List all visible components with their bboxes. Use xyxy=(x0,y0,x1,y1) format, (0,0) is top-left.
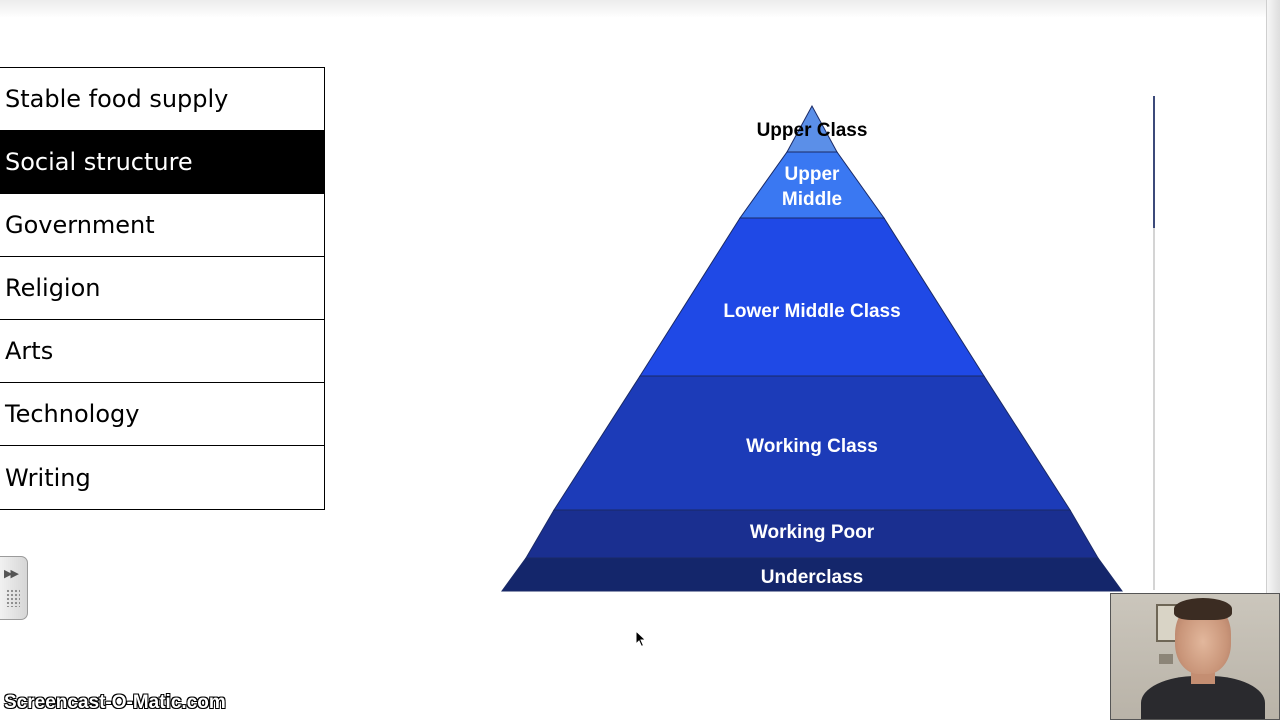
fast-forward-icon[interactable]: ▶▶ xyxy=(4,567,19,580)
topic-religion[interactable]: Religion xyxy=(0,257,324,320)
guide-line-highlight xyxy=(1153,96,1155,228)
webcam-overlay xyxy=(1110,593,1280,720)
pyramid-label-upper-class: Upper Class xyxy=(756,120,868,141)
pyramid-label-upper-middle-line1: Upper xyxy=(784,164,840,185)
grip-handle-icon[interactable] xyxy=(6,589,20,607)
presenter-hair xyxy=(1174,598,1232,620)
social-class-pyramid: Upper Class Upper Middle Lower Middle Cl… xyxy=(500,104,1124,598)
recorder-side-handle[interactable]: ▶▶ xyxy=(0,556,28,620)
shelf-item xyxy=(1159,654,1173,664)
topic-label: Technology xyxy=(5,400,140,428)
pyramid-label-underclass: Underclass xyxy=(760,567,864,588)
pyramid-level-lower-middle-class xyxy=(639,217,985,377)
topic-label: Government xyxy=(5,211,155,239)
window-top-edge xyxy=(0,0,1280,18)
topic-writing[interactable]: Writing xyxy=(0,446,324,509)
topic-label: Stable food supply xyxy=(5,85,229,113)
window-scrollbar[interactable] xyxy=(1266,0,1280,720)
mouse-cursor-icon xyxy=(635,629,647,652)
slide-guide-line xyxy=(1153,96,1155,590)
topic-label: Social structure xyxy=(5,148,193,176)
topic-technology[interactable]: Technology xyxy=(0,383,324,446)
pyramid-label-upper-middle-line2: Middle xyxy=(781,189,843,210)
topic-social-structure[interactable]: Social structure xyxy=(0,131,324,194)
screencast-watermark: Screencast-O-Matic.com xyxy=(4,692,227,714)
pyramid-label-working-class: Working Class xyxy=(746,436,878,457)
pyramid-label-lower-middle-class: Lower Middle Class xyxy=(723,301,901,322)
topic-label: Writing xyxy=(5,463,91,492)
pyramid-label-working-poor: Working Poor xyxy=(749,522,875,543)
topic-label: Religion xyxy=(5,274,101,302)
topic-list: Stable food supply Social structure Gove… xyxy=(0,67,325,510)
pyramid-graphic xyxy=(501,104,1123,592)
topic-arts[interactable]: Arts xyxy=(0,320,324,383)
topic-stable-food-supply[interactable]: Stable food supply xyxy=(0,68,324,131)
topic-label: Arts xyxy=(5,337,54,365)
topic-government[interactable]: Government xyxy=(0,194,324,257)
pyramid-level-underclass xyxy=(501,557,1123,592)
